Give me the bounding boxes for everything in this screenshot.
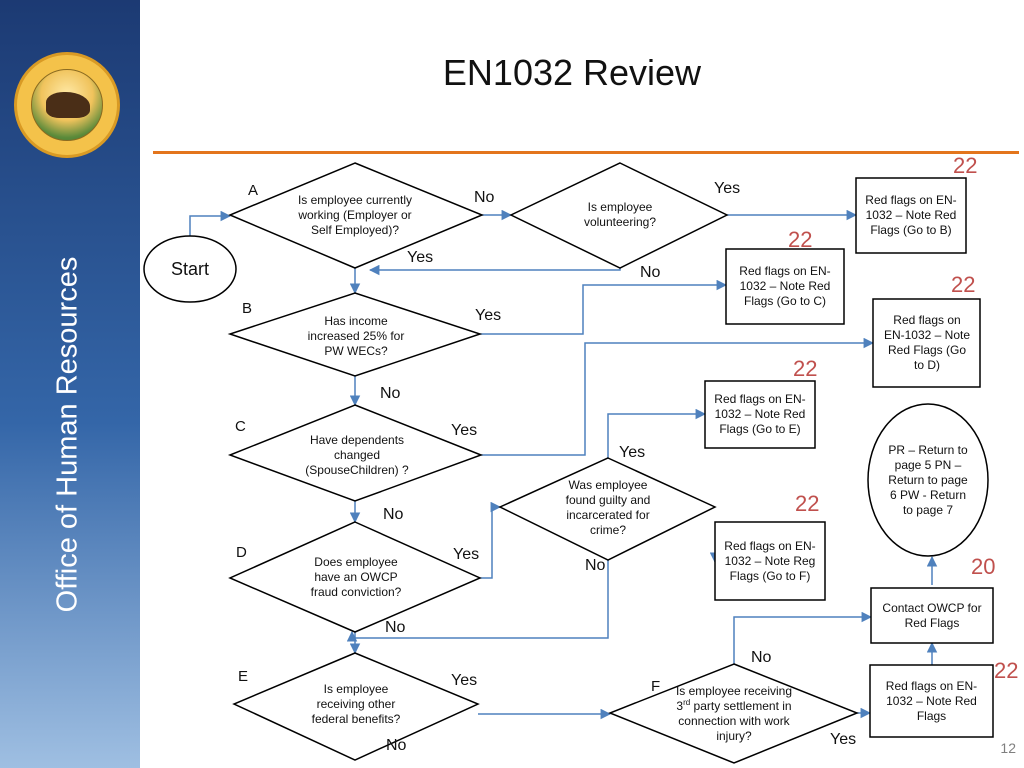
start-shape — [143, 235, 237, 303]
reference-number: 22 — [951, 272, 976, 297]
decision-f-text-a: Is employee receiving 3 — [675, 684, 793, 713]
label-vol-no: No — [640, 264, 661, 281]
letter-e: E — [238, 668, 249, 685]
slide-title: EN1032 Review — [442, 52, 702, 93]
label-e-no: No — [386, 737, 407, 754]
edge-guilty-d — [346, 560, 609, 642]
letter-f: F — [651, 678, 661, 695]
edge-d-guilty — [480, 501, 502, 579]
bison-icon — [46, 92, 90, 118]
label-vol-yes: Yes — [714, 180, 741, 197]
node-shapes — [143, 162, 994, 764]
reference-number: 22 — [788, 227, 813, 252]
seal-center — [31, 69, 103, 141]
reference-number: 22 — [994, 658, 1019, 683]
decision-d-shape — [228, 521, 482, 633]
letter-b: B — [242, 300, 253, 317]
flag-e-box: Red flags on EN-1032 – Note Red Flags (G… — [714, 392, 806, 436]
start-node: Start — [170, 258, 209, 279]
label-guilty-yes: Yes — [619, 444, 646, 461]
label-b-no: No — [380, 385, 401, 402]
decision-a-text: Is employee currently working (Employer … — [297, 192, 413, 237]
decision-volunteer-text: Is employee volunteering? — [583, 200, 657, 229]
flag-final-shape — [869, 664, 994, 738]
label-e-yes: Yes — [451, 672, 478, 689]
edge-vol-a — [368, 264, 621, 276]
reference-number: 22 — [795, 491, 820, 516]
label-c-yes: Yes — [451, 422, 478, 439]
edge-c-flag-d — [481, 337, 875, 456]
label-b-yes: Yes — [475, 307, 502, 324]
letter-d: D — [236, 544, 247, 561]
contact-shape — [870, 587, 994, 644]
flag-f-box: Red flags on EN-1032 – Note Reg Flags (G… — [724, 538, 816, 583]
flag-b-shape — [855, 177, 967, 254]
decision-d-text: Does employee have an OWCP fraud convict… — [310, 554, 402, 599]
label-a-no: No — [474, 189, 495, 206]
label-d-yes: Yes — [453, 546, 480, 563]
title-divider — [153, 151, 1019, 154]
flag-f-shape — [714, 521, 826, 601]
reference-number: 22 — [793, 356, 818, 381]
reference-number: 22 — [953, 153, 978, 178]
letter-c: C — [235, 418, 246, 435]
contact-owcp-box: Contact OWCP for Red Flags — [882, 601, 982, 630]
label-f-yes: Yes — [830, 731, 857, 748]
decision-volunteer-shape — [509, 162, 729, 269]
flag-c-box: Red flags on EN-1032 – Note Red Flags (G… — [739, 264, 831, 308]
edge-f-contact — [733, 611, 873, 664]
decision-a-shape — [228, 162, 484, 269]
decision-guilty-shape — [498, 457, 717, 561]
label-guilty-no: No — [585, 557, 606, 574]
department-seal-icon — [14, 52, 120, 158]
decision-b-shape — [227, 292, 483, 377]
connectors — [189, 209, 938, 720]
decision-c-shape — [227, 404, 484, 502]
label-d-no: No — [385, 619, 406, 636]
letter-a: A — [248, 182, 259, 199]
decision-f-text-b: party settlement in connection with work… — [678, 699, 792, 743]
decision-f-text-sup: rd — [683, 698, 691, 707]
flag-e-shape — [704, 380, 816, 449]
label-c-no: No — [383, 506, 404, 523]
flag-d-box: Red flags on EN-1032 – Note Red Flags (G… — [883, 313, 971, 372]
edge-guilty-flag-e — [607, 408, 707, 458]
pr-shape — [867, 403, 989, 557]
flag-b-box: Red flags on EN-1032 – Note Red Flags (G… — [865, 193, 957, 237]
reference-number: 20 — [971, 554, 996, 579]
edge-start-a — [189, 210, 232, 236]
decision-e-shape — [232, 652, 480, 761]
edge-b-flag-c — [480, 279, 728, 335]
decision-c-text: Have dependents changed (SpouseChildren)… — [305, 432, 409, 477]
flag-d-shape — [872, 298, 981, 388]
label-a-yes: Yes — [407, 249, 434, 266]
pr-return-oval: PR – Return to page 5 PN – Return to pag… — [888, 442, 968, 517]
decision-guilty-text: Was employee found guilty and incarcerat… — [565, 478, 651, 537]
decision-f-shape — [607, 663, 860, 764]
sidebar: Office of Human Resources — [0, 0, 140, 768]
flag-c-shape — [725, 248, 845, 325]
flag-final-box: Red flags on EN-1032 – Note Red Flags — [885, 678, 978, 723]
label-f-no: No — [751, 649, 772, 666]
decision-f-text: Is employee receiving 3rd party settleme… — [672, 676, 796, 752]
page-number: 12 — [1000, 740, 1016, 756]
decision-b-text: Has income increased 25% for PW WECs? — [307, 313, 405, 358]
decision-e-text: Is employee receiving other federal bene… — [311, 681, 401, 726]
